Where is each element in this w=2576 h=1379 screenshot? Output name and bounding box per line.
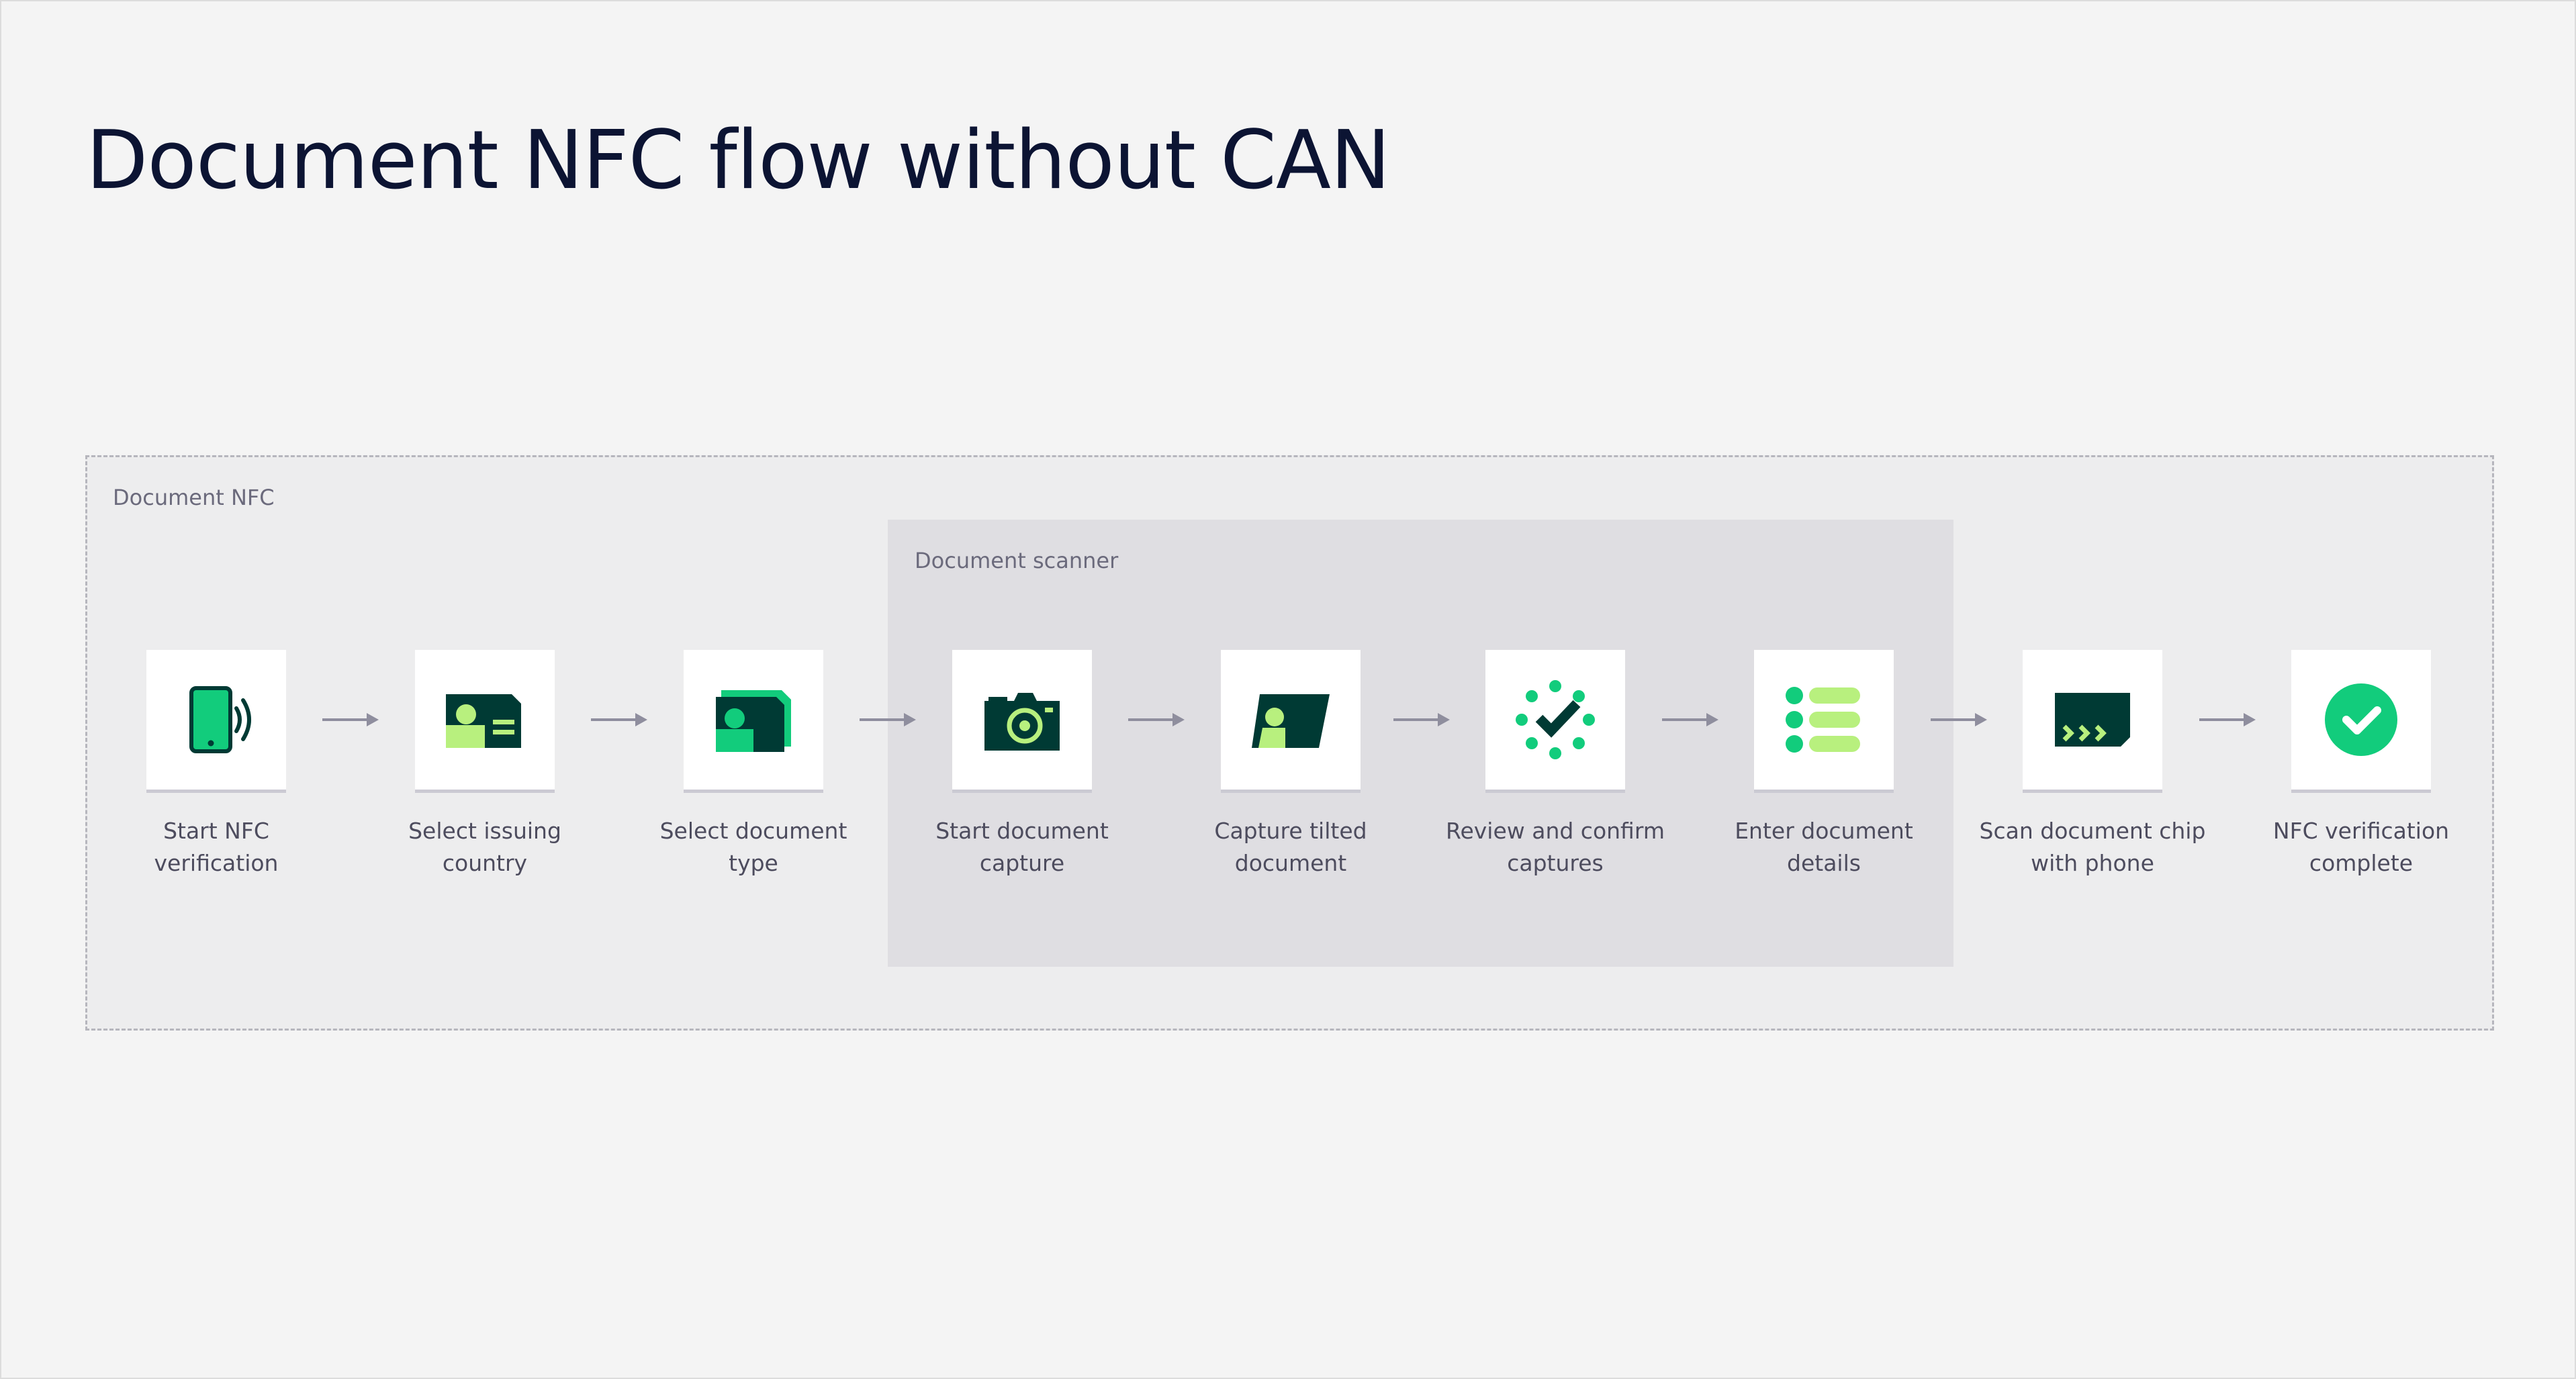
step-label-line-2: capture (979, 850, 1065, 876)
flow-arrow (2199, 710, 2256, 729)
form-list-icon (1786, 687, 1860, 753)
step-enter-document-details: Enter document details (1710, 650, 1938, 879)
flow-arrow (1662, 710, 1718, 729)
step-label-line-2: with phone (2031, 850, 2154, 876)
step-label: Select document type (639, 815, 868, 879)
step-icon-card (952, 650, 1092, 790)
step-icon-card (1754, 650, 1894, 790)
step-nfc-verification-complete: NFC verification complete (2247, 650, 2475, 879)
step-icon-card (1221, 650, 1361, 790)
page-title: Document NFC flow without CAN (86, 114, 1391, 207)
step-start-nfc-verification: Start NFC verification (102, 650, 330, 879)
step-icon-card (1485, 650, 1625, 790)
step-label-line-1: Scan document chip (1979, 818, 2206, 844)
step-label: Start document capture (908, 815, 1136, 879)
flow-arrow (860, 710, 916, 729)
id-card-icon (446, 694, 521, 748)
step-select-issuing-country: Select issuing country (371, 650, 599, 879)
tilted-document-icon (1252, 694, 1330, 748)
step-label-line-1: Capture tilted (1214, 818, 1367, 844)
document-scanner-group-label: Document scanner (915, 548, 1119, 573)
step-icon-card (2023, 650, 2162, 790)
step-select-document-type: Select document type (639, 650, 868, 879)
step-label-line-1: Enter document (1735, 818, 1913, 844)
step-scan-document-chip: Scan document chip with phone (1978, 650, 2207, 879)
chip-card-icon (2055, 693, 2130, 747)
step-start-document-capture: Start document capture (908, 650, 1136, 879)
flow-arrow (322, 710, 379, 729)
step-icon-card (684, 650, 823, 790)
flow-arrow (1393, 710, 1450, 729)
check-circle-icon (2325, 683, 2397, 756)
step-icon-card (415, 650, 555, 790)
step-label: Capture tilted document (1177, 815, 1405, 879)
step-label: Scan document chip with phone (1978, 815, 2207, 879)
step-label-line-2: country (442, 850, 528, 876)
step-label-line-2: type (729, 850, 778, 876)
step-review-and-confirm-captures: Review and confirm captures (1441, 650, 1669, 879)
step-label: NFC verification complete (2247, 815, 2475, 879)
step-label-line-1: Review and confirm (1446, 818, 1665, 844)
step-label-line-1: Start NFC verification (154, 818, 279, 876)
step-label: Select issuing country (371, 815, 599, 879)
flow-arrow (1128, 710, 1185, 729)
step-label-line-2: captures (1507, 850, 1604, 876)
step-capture-tilted-document: Capture tilted document (1177, 650, 1405, 879)
step-label-line-1: Select issuing (408, 818, 561, 844)
step-label-line-1: Select document (659, 818, 847, 844)
flow-arrow (1931, 710, 1987, 729)
step-label-line-2: details (1787, 850, 1861, 876)
step-icon-card (146, 650, 286, 790)
flow-arrow (591, 710, 647, 729)
step-label-line-1: Start document (935, 818, 1109, 844)
step-label: Review and confirm captures (1441, 815, 1669, 879)
step-label-line-2: document (1234, 850, 1347, 876)
document-nfc-group-label: Document NFC (113, 485, 275, 510)
step-label-line-1: NFC verification (2272, 818, 2450, 844)
step-label: Enter document details (1710, 815, 1938, 879)
step-label: Start NFC verification (102, 815, 330, 879)
step-label-line-2: complete (2309, 850, 2413, 876)
review-check-icon (1516, 680, 1595, 759)
document-stack-icon (716, 690, 791, 752)
camera-icon (984, 693, 1060, 751)
nfc-phone-icon (189, 686, 251, 753)
step-icon-card (2291, 650, 2431, 790)
